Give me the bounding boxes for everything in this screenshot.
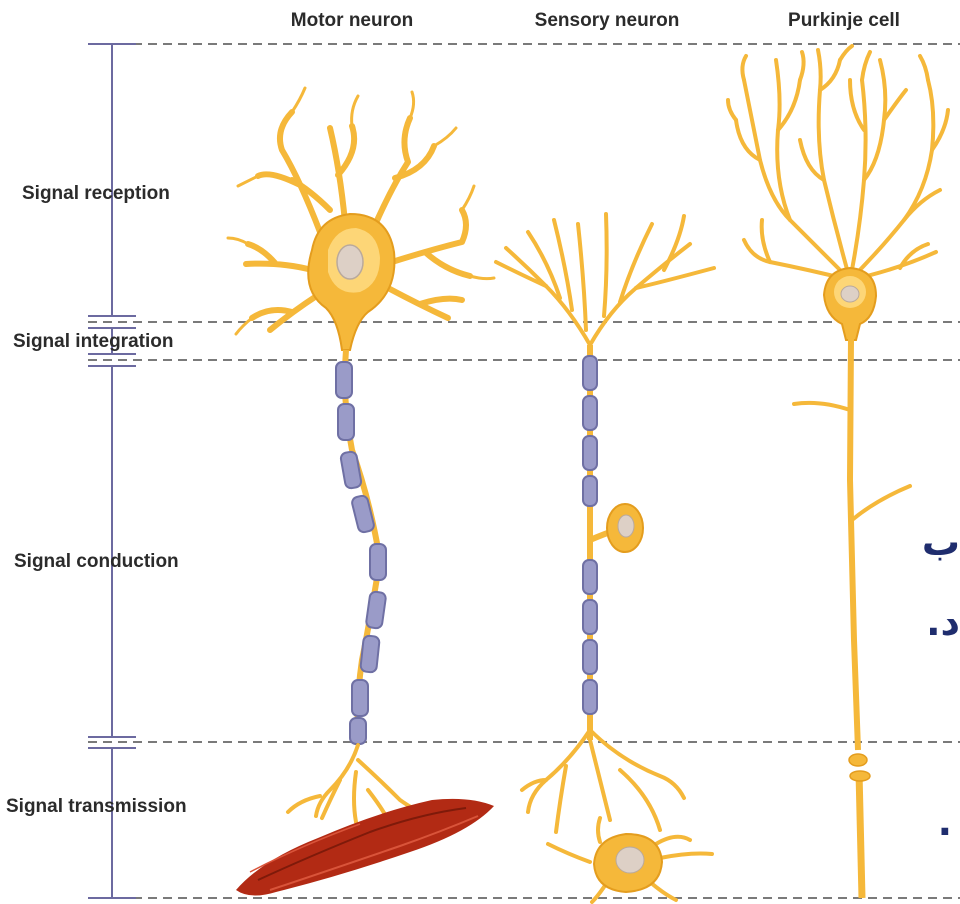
motor-myelin bbox=[336, 362, 386, 744]
stage-bracket bbox=[88, 44, 136, 898]
column-title-purkinje-cell: Purkinje cell bbox=[788, 10, 900, 32]
sensory-nucleus bbox=[618, 515, 634, 537]
sensory-axon-terminals bbox=[522, 730, 684, 832]
sensory-target-neuron bbox=[548, 818, 712, 902]
sensory-dendrites bbox=[496, 214, 714, 345]
purkinje-nucleus bbox=[841, 286, 859, 302]
stage-label-conduction: Signal conduction bbox=[14, 551, 179, 573]
stage-label-integration: Signal integration bbox=[13, 331, 173, 353]
stage-label-transmission: Signal transmission bbox=[6, 796, 187, 818]
column-title-sensory-neuron: Sensory neuron bbox=[535, 10, 680, 32]
purkinje-cell bbox=[728, 46, 948, 898]
motor-muscle bbox=[236, 799, 494, 896]
motor-neuron bbox=[228, 88, 494, 896]
purkinje-axon bbox=[850, 338, 858, 750]
purkinje-node bbox=[849, 754, 867, 766]
purkinje-node-lower bbox=[850, 771, 870, 781]
overlay-text-line-1: ب bbox=[922, 520, 960, 564]
overlay-text-line-2: د. bbox=[926, 600, 960, 644]
column-title-motor-neuron: Motor neuron bbox=[291, 10, 413, 32]
overlay-text-line-3: . bbox=[938, 800, 952, 844]
purkinje-dendritic-tree bbox=[728, 46, 948, 280]
stage-label-reception: Signal reception bbox=[22, 183, 170, 205]
sensory-neuron bbox=[496, 214, 714, 902]
motor-nucleus bbox=[337, 245, 363, 279]
stage-boundary-lines bbox=[88, 44, 960, 898]
purkinje-axon-distal bbox=[859, 772, 862, 898]
